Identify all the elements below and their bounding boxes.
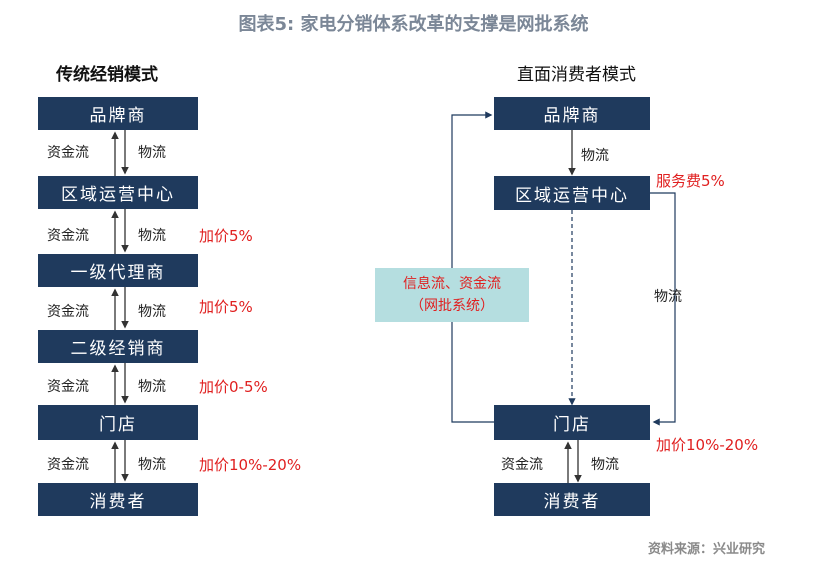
left-money-label: 资金流 — [47, 457, 89, 473]
info-flow-box: 信息流、资金流 （网批系统） — [375, 268, 529, 322]
right-box-brand: 品牌商 — [494, 97, 650, 130]
right-markup: 加价10%-20% — [656, 436, 759, 454]
left-markup-3: 加价0-5% — [199, 378, 268, 396]
left-money-label: 资金流 — [47, 228, 89, 244]
left-markup-1: 加价5% — [199, 227, 253, 245]
left-box-level1-agent: 一级代理商 — [38, 254, 198, 287]
left-box-regional-center: 区域运营中心 — [38, 176, 198, 209]
left-money-label: 资金流 — [47, 145, 89, 161]
left-box-store: 门店 — [38, 405, 198, 440]
left-money-label: 资金流 — [47, 304, 89, 320]
left-goods-label: 物流 — [138, 457, 166, 473]
right-logistics-loop — [650, 192, 676, 426]
right-money-label: 资金流 — [501, 457, 543, 473]
figure-title: 图表5: 家电分销体系改革的支撑是网批系统 — [238, 14, 589, 35]
right-box-regional-center: 区域运营中心 — [494, 176, 650, 210]
info-flow-line1: 信息流、资金流 — [403, 276, 501, 292]
right-service-fee: 服务费5% — [656, 172, 725, 190]
right-section-title: 直面消费者模式 — [517, 65, 636, 85]
left-markup-4: 加价10%-20% — [199, 456, 302, 474]
right-goods-label-top: 物流 — [581, 148, 609, 164]
left-markup-2: 加价5% — [199, 298, 253, 316]
right-box-consumer: 消费者 — [494, 483, 650, 516]
right-box-store: 门店 — [494, 405, 650, 440]
left-goods-label: 物流 — [138, 379, 166, 395]
right-goods-label-side: 物流 — [654, 289, 682, 305]
left-box-level2-dealer: 二级经销商 — [38, 330, 198, 363]
left-money-label: 资金流 — [47, 379, 89, 395]
left-box-consumer: 消费者 — [38, 483, 198, 516]
source-note: 资料来源：兴业研究 — [648, 542, 766, 557]
left-goods-label: 物流 — [138, 145, 166, 161]
left-section-title: 传统经销模式 — [56, 65, 158, 85]
left-box-brand: 品牌商 — [38, 97, 198, 130]
left-goods-label: 物流 — [138, 304, 166, 320]
info-flow-line2: （网批系统） — [410, 298, 494, 314]
right-goods-label-bottom: 物流 — [591, 457, 619, 473]
left-goods-label: 物流 — [138, 228, 166, 244]
